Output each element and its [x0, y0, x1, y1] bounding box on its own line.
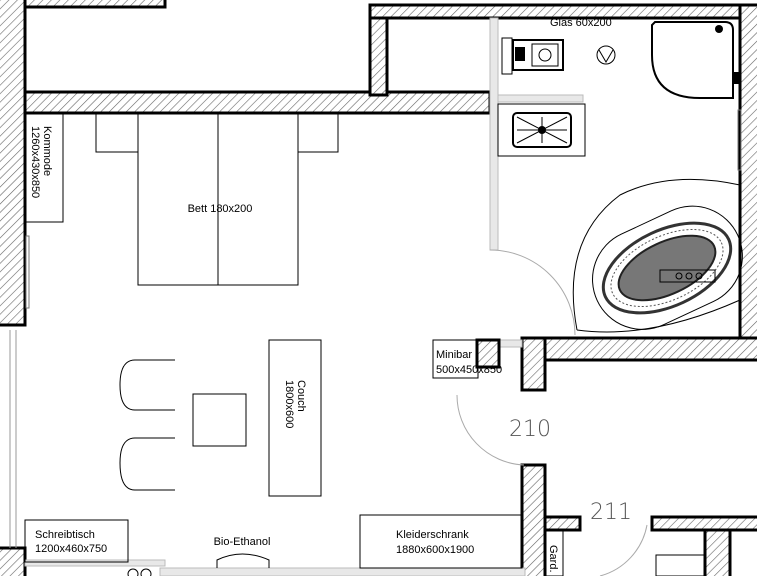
- dresser-label: Kommode: [41, 126, 53, 176]
- dresser: Kommode 1260x430x850: [24, 112, 64, 223]
- sink-icon: [497, 103, 586, 157]
- desk: Schreibtisch 1200x460x750: [24, 519, 129, 563]
- couch-size: 1800x600: [283, 380, 295, 428]
- door-bathroom: [489, 249, 576, 336]
- glass-partitions: [9, 17, 742, 576]
- room-number-210: 210: [509, 417, 551, 442]
- garderobe-label: Gard.: [547, 545, 559, 573]
- armchair: [119, 437, 175, 491]
- glass-label: Glas 60x200: [550, 17, 612, 29]
- bathtub-icon: [592, 205, 743, 330]
- shower-icon: [651, 21, 740, 99]
- door-211: [599, 524, 648, 576]
- coffee-table: [192, 393, 247, 447]
- drain-icon: [596, 45, 616, 65]
- coffee-table-and-chairs: [119, 359, 247, 491]
- wardrobe-label: Kleiderschrank: [396, 529, 469, 541]
- room-number-211: 211: [590, 500, 632, 525]
- door-210: [456, 394, 525, 466]
- fireplace: Bio-Ethanol: [127, 536, 271, 576]
- wardrobe: Kleiderschrank 1880x600x1900: [359, 514, 523, 569]
- doors: [456, 249, 648, 576]
- bed-label: Bett 180x200: [188, 203, 253, 215]
- wardrobe-size: 1880x600x1900: [396, 544, 474, 556]
- toilet-icon: [501, 37, 564, 75]
- minibar-label: Minibar: [436, 349, 472, 361]
- couch: Couch 1800x600: [268, 339, 322, 497]
- bathroom: Glas 60x200: [497, 17, 743, 333]
- dresser-size: 1260x430x850: [29, 126, 41, 198]
- desk-label: Schreibtisch: [35, 529, 95, 541]
- minibar-size: 500x450x850: [436, 364, 502, 376]
- garderobe: Gard.: [544, 529, 707, 576]
- minibar: Minibar 500x450x850: [432, 338, 502, 379]
- desk-size: 1200x460x750: [35, 543, 107, 555]
- armchair: [119, 359, 175, 411]
- fireplace-label: Bio-Ethanol: [214, 536, 271, 548]
- couch-label: Couch: [295, 380, 307, 412]
- bed: Bett 180x200: [95, 112, 339, 286]
